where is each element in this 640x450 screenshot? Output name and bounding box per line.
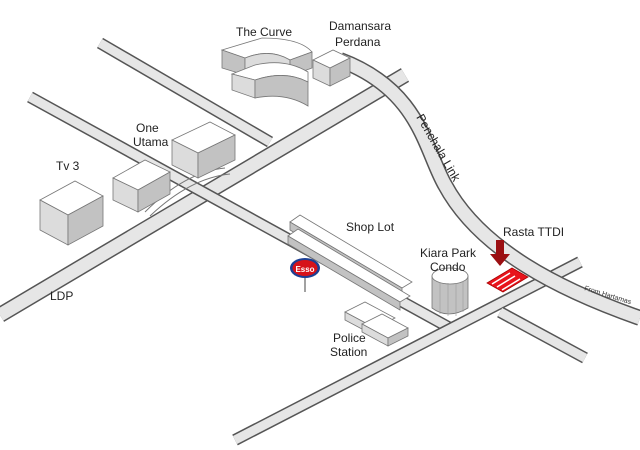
label-one-utama-line1: One	[136, 121, 159, 135]
label-damansara-line1: Damansara	[329, 19, 391, 33]
label-one-utama-line2: Utama	[133, 135, 169, 149]
building-police-station	[344, 301, 409, 347]
label-kiara-line1: Kiara Park	[420, 246, 477, 260]
esso-sign-label: Esso	[295, 265, 314, 274]
building-tv3	[39, 180, 104, 246]
building-one-utama-b	[171, 121, 236, 179]
building-kiara-park-condo	[431, 267, 469, 316]
rasta-ttdi-target	[486, 267, 529, 293]
label-shop-lot: Shop Lot	[346, 220, 395, 234]
roads	[0, 37, 640, 446]
label-rasta-ttdi: Rasta TTDI	[503, 225, 564, 239]
road-penchala-link	[337, 52, 640, 326]
label-tv3: Tv 3	[56, 159, 80, 173]
building-one-utama-a	[112, 159, 171, 213]
label-the-curve: The Curve	[236, 25, 292, 39]
label-ldp: LDP	[50, 289, 73, 303]
label-police-line2: Station	[330, 345, 367, 359]
building-the-curve	[220, 37, 313, 107]
road-south	[232, 256, 583, 446]
buildings	[39, 37, 529, 347]
building-damansara-perdana	[312, 49, 351, 87]
road-southeast	[497, 306, 588, 364]
label-kiara-line2: Condo	[430, 260, 466, 274]
road-northwest	[96, 37, 274, 148]
esso-sign-icon: Esso	[290, 258, 320, 292]
label-police-line1: Police	[333, 331, 366, 345]
label-damansara-line2: Perdana	[335, 35, 381, 49]
down-arrow-icon	[490, 240, 510, 266]
building-shop-lot	[287, 214, 413, 311]
